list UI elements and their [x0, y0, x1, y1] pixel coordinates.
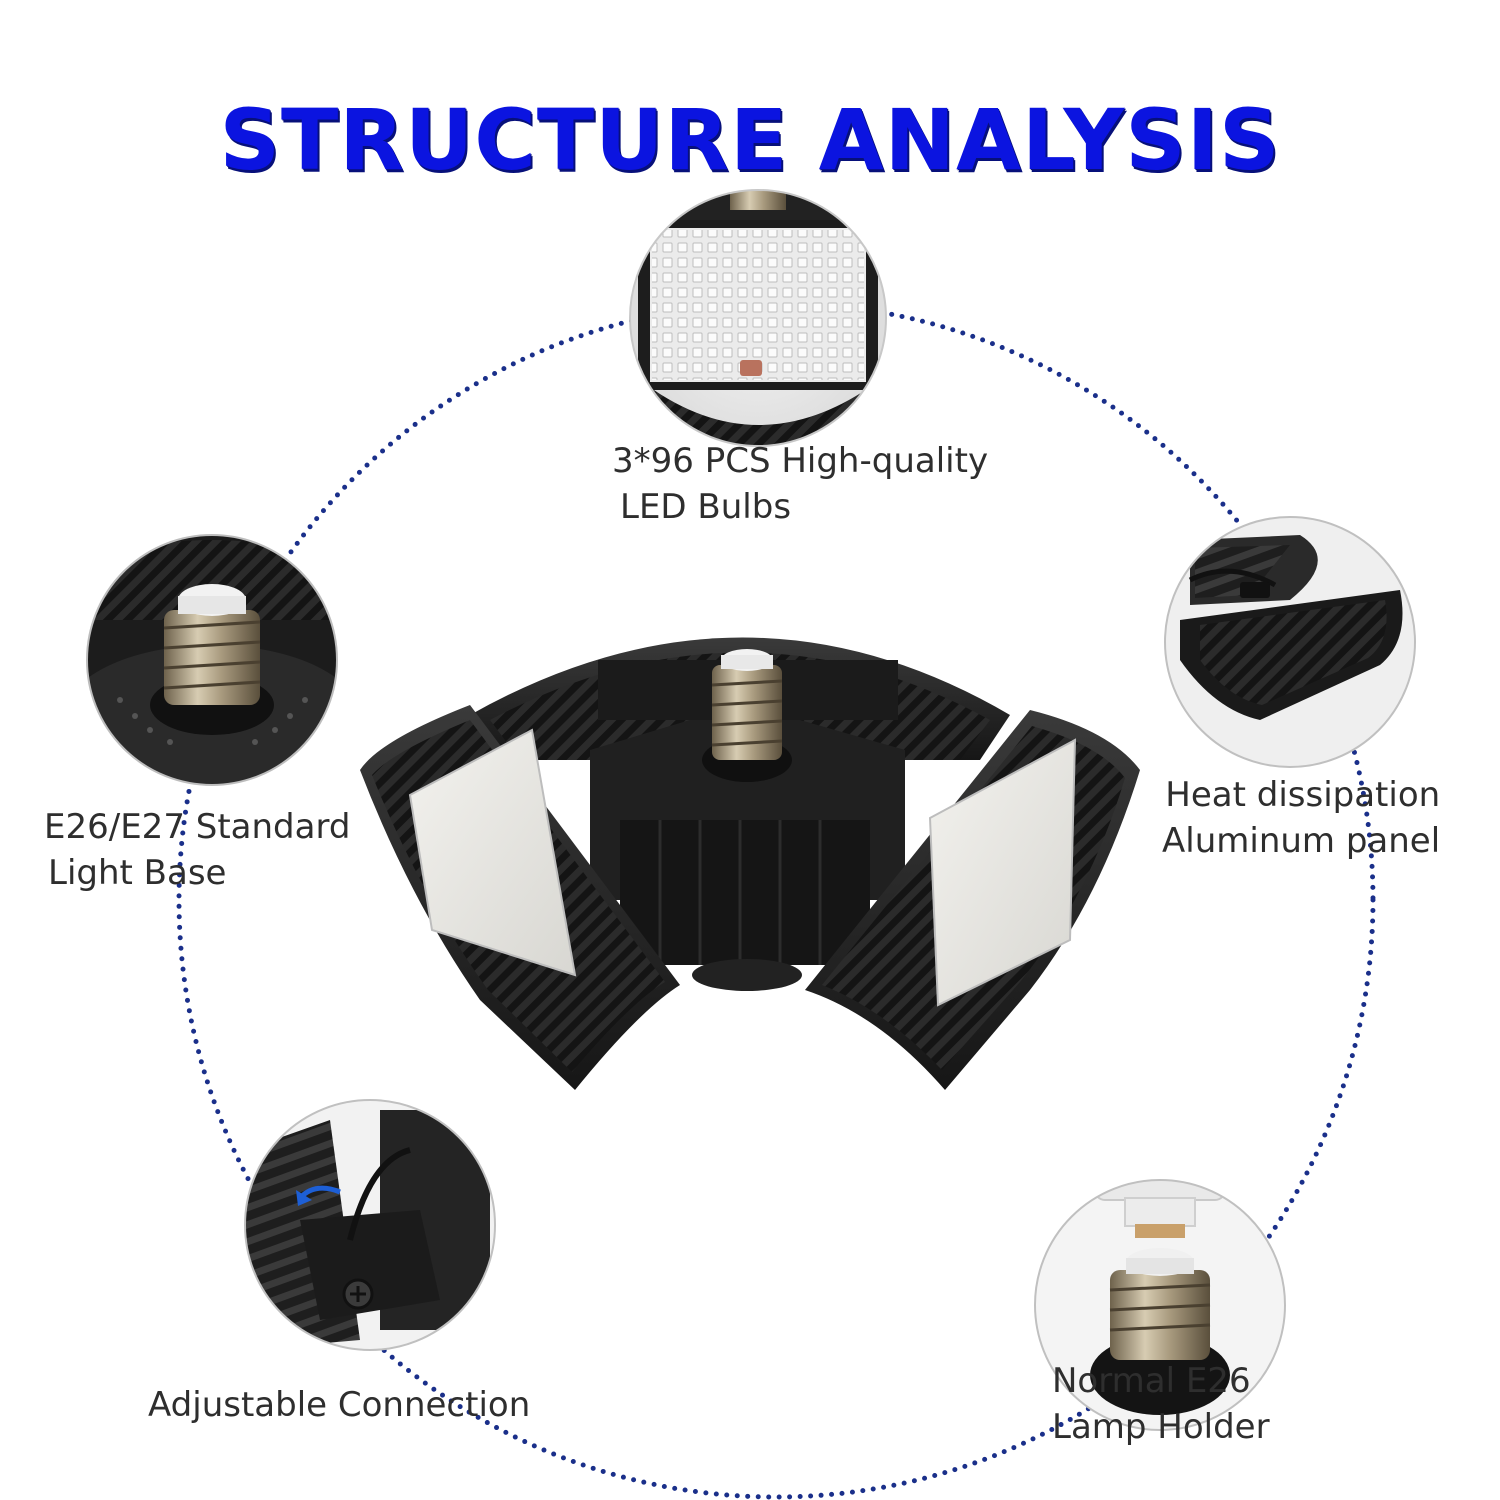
- feature-label-light-base: E26/E27 Standard Light Base: [44, 804, 350, 896]
- feature-label-heat-dissipation: Heat dissipation Aluminum panel: [1162, 772, 1440, 864]
- feature-label-line: Aluminum panel: [1162, 821, 1441, 861]
- heat-sink-photo: [1164, 516, 1416, 768]
- hinge-photo: [244, 1099, 496, 1351]
- lamp-holder-photo: [1034, 1179, 1286, 1431]
- feature-label-line: 3*96 PCS High-quality: [612, 441, 989, 481]
- feature-label-line: Heat dissipation: [1165, 775, 1441, 815]
- feature-label-lamp-holder: Normal E26 Lamp Holder: [1052, 1358, 1270, 1450]
- feature-label-line: E26/E27 Standard: [44, 807, 351, 847]
- garage-light-product: [360, 637, 1140, 1090]
- led-panel-photo: [629, 189, 887, 447]
- feature-label-adjustable-connection: Adjustable Connection: [148, 1382, 530, 1428]
- light-base-photo: [86, 534, 338, 786]
- feature-label-line: Lamp Holder: [1052, 1407, 1270, 1447]
- feature-label-line: Light Base: [48, 853, 227, 893]
- feature-label-line: Normal E26: [1052, 1361, 1251, 1401]
- feature-label-line: Adjustable Connection: [148, 1385, 531, 1425]
- page-title: STRUCTURE ANALYSIS: [219, 91, 1281, 190]
- feature-label-line: LED Bulbs: [620, 487, 792, 527]
- feature-label-led-bulbs: 3*96 PCS High-quality LED Bulbs: [612, 438, 988, 530]
